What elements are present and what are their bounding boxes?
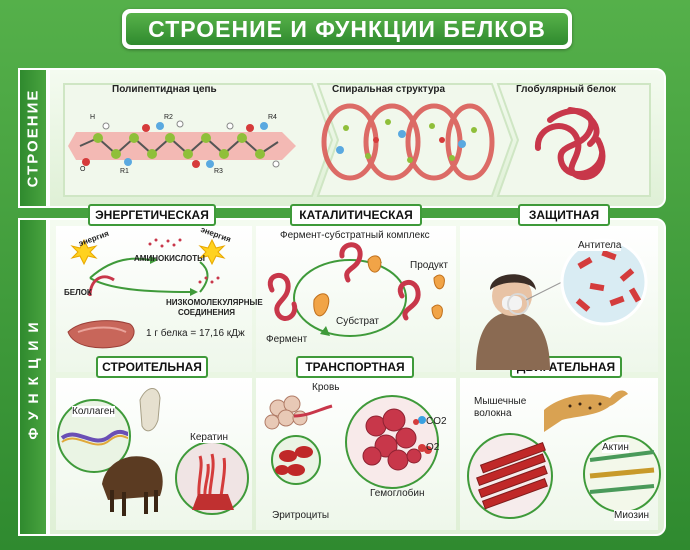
- energy-formula: 1 г белка = 17,16 кДж: [146, 328, 245, 339]
- chain-h-label: H: [90, 114, 96, 121]
- catalytic-title: КАТАЛИТИЧЕСКАЯ: [290, 204, 422, 226]
- low-molecular-label-2: СОЕДИНЕНИЯ: [178, 308, 235, 317]
- globular-protein-illustration: [535, 107, 606, 181]
- protein-label: БЕЛОК: [64, 288, 92, 297]
- enzyme-label: Фермент: [266, 334, 308, 345]
- erythrocytes-label: Эритроциты: [272, 510, 330, 521]
- low-molecular-label-1: НИЗКОМОЛЕКУЛЯРНЫЕ: [166, 298, 263, 307]
- substrate-label: Субстрат: [336, 316, 380, 327]
- collagen-label: Коллаген: [72, 406, 115, 417]
- spiral-structure-illustration: [321, 103, 495, 181]
- catalytic-illustration: [267, 242, 445, 337]
- functions-panel: ЭНЕРГЕТИЧЕСКАЯ КАТАЛИТИЧЕСКАЯ ЗАЩИТНАЯ С…: [48, 204, 666, 536]
- o2-label: O2: [426, 442, 440, 453]
- structure-panel: Полипептидная цепь Спиральная структура …: [48, 68, 666, 208]
- building-title: СТРОИТЕЛЬНАЯ: [96, 356, 208, 378]
- muscle-fibers-label-1: Мышечные: [474, 396, 527, 407]
- page-title: СТРОЕНИЕ И ФУНКЦИИ БЕЛКОВ: [126, 13, 568, 45]
- protective-title: ЗАЩИТНАЯ: [518, 204, 610, 226]
- building-illustration: [57, 388, 249, 516]
- transport-title: ТРАНСПОРТНАЯ: [296, 356, 414, 378]
- chain-r3-label: R3: [214, 168, 223, 175]
- polypeptide-chain-illustration: [68, 120, 296, 168]
- protective-illustration: [476, 238, 648, 370]
- polypeptide-label: Полипептидная цепь: [112, 84, 217, 95]
- enzyme-substrate-label: Фермент-субстратный комплекс: [280, 230, 430, 241]
- co2-label: CO2: [426, 416, 447, 427]
- antibodies-label: Антитела: [578, 240, 622, 251]
- keratin-label: Кератин: [190, 432, 228, 443]
- catalytic-cell: [256, 226, 456, 372]
- chain-r2-label: R2: [164, 114, 173, 121]
- energy-title: ЭНЕРГЕТИЧЕСКАЯ: [88, 204, 216, 226]
- chain-r1-label: R1: [120, 168, 129, 175]
- energy-illustration: [67, 238, 226, 349]
- blood-label: Кровь: [312, 382, 340, 393]
- side-band-structure: СТРОЕНИЕ: [18, 68, 48, 208]
- actin-label: Актин: [602, 442, 629, 453]
- muscle-fibers-label-2: волокна: [474, 408, 512, 419]
- side-band-functions: ФУНКЦИИ: [18, 218, 48, 536]
- motor-illustration: [467, 390, 661, 519]
- side-label-functions: ФУНКЦИИ: [25, 314, 41, 440]
- side-label-structure: СТРОЕНИЕ: [24, 88, 42, 188]
- title-bar: СТРОЕНИЕ И ФУНКЦИИ БЕЛКОВ: [122, 9, 572, 49]
- chain-o-label: O: [80, 166, 86, 173]
- globular-label: Глобулярный белок: [516, 84, 616, 95]
- hemoglobin-label: Гемоглобин: [370, 488, 425, 499]
- product-label: Продукт: [410, 260, 448, 271]
- transport-illustration: [264, 395, 439, 489]
- spiral-label: Спиральная структура: [332, 84, 446, 95]
- myosin-label: Миозин: [614, 510, 650, 521]
- amino-acids-label: АМИНОКИСЛОТЫ: [134, 254, 205, 263]
- chain-r4-label: R4: [268, 114, 277, 121]
